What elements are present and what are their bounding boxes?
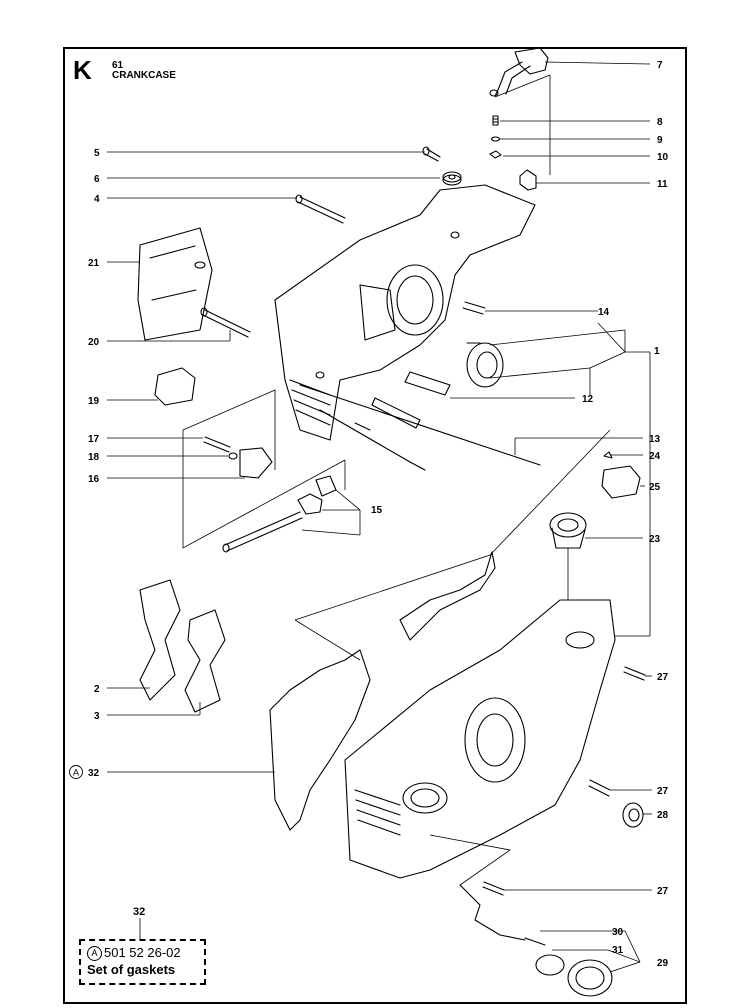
diagram-frame [63, 47, 687, 1004]
part-29-cap [567, 959, 613, 997]
part-21-plate [137, 227, 213, 341]
part-16-bracket [239, 447, 273, 479]
callout-4: 4 [94, 194, 100, 205]
part-10-nut [489, 150, 502, 159]
callout-16: 16 [88, 474, 100, 485]
callout-2: 2 [94, 684, 100, 695]
part-2-guard [139, 579, 181, 701]
callout-27-a: 27 [657, 672, 669, 683]
callout-18: 18 [88, 452, 100, 463]
circled-a-marker: A [69, 765, 83, 779]
part-8-screw [492, 115, 499, 126]
callout-23: 23 [649, 534, 661, 545]
part-4-bolt [295, 194, 346, 224]
part-12-bearing [466, 342, 504, 388]
section-number: 61 [112, 60, 124, 71]
part-15-nut [297, 493, 323, 515]
callout-19: 19 [88, 396, 100, 407]
callout-10: 10 [657, 152, 669, 163]
callout-24: 24 [649, 451, 661, 462]
part-7-bracket [489, 47, 549, 97]
note-circled-a: A [87, 946, 102, 961]
callout-30: 30 [612, 927, 624, 938]
part-27-screw-b [588, 779, 611, 797]
upper-crankcase-half [274, 184, 536, 441]
part-25-block [601, 465, 641, 499]
part-15-nut-b [315, 475, 337, 497]
part-19-block [154, 367, 196, 406]
part-27-screw-a [623, 666, 646, 681]
part-27-screw-c [482, 881, 505, 896]
part-15-screw [222, 511, 303, 553]
callout-25: 25 [649, 482, 661, 493]
part-17-screw [203, 436, 231, 453]
callout-1: 1 [654, 346, 660, 357]
middle-studs [319, 397, 426, 471]
callout-13: 13 [649, 434, 661, 445]
circled-a-text: A [73, 768, 79, 778]
callout-20: 20 [88, 337, 100, 348]
callout-3: 3 [94, 711, 100, 722]
section-title: CRANKCASE [112, 70, 176, 81]
note-description: Set of gaskets [87, 962, 176, 977]
callout-12: 12 [582, 394, 594, 405]
callout-15: 15 [371, 505, 383, 516]
part-12-dowel [404, 371, 451, 396]
part-28-seal [622, 802, 644, 828]
part-9-washer [490, 136, 501, 142]
part-32-gasket-upper [399, 551, 496, 641]
callout-17: 17 [88, 434, 100, 445]
part-5-screw [422, 146, 441, 162]
part-30-pin [524, 937, 546, 946]
callout-31: 31 [612, 945, 624, 956]
callout-8: 8 [657, 117, 663, 128]
part-23-boot [549, 512, 587, 549]
oil-line [459, 884, 526, 941]
callout-7: 7 [657, 60, 663, 71]
note-part-number: 501 52 26-02 [104, 945, 181, 960]
callout-9: 9 [657, 135, 663, 146]
part-6-bushing [442, 171, 462, 186]
part-20-bolt [200, 307, 251, 338]
callout-21: 21 [88, 258, 100, 269]
part-18-washer [228, 452, 238, 460]
lower-crankcase-half [344, 599, 616, 879]
part-14-pin [462, 301, 486, 315]
part-3-guard [184, 609, 226, 713]
callout-28: 28 [657, 810, 669, 821]
callout-32: 32 [88, 768, 100, 779]
callout-14: 14 [598, 307, 610, 318]
part-32-gasket-lower [269, 649, 371, 831]
callout-11: 11 [657, 179, 668, 190]
callout-29: 29 [657, 958, 669, 969]
callout-6: 6 [94, 174, 100, 185]
part-11-clip [519, 169, 537, 191]
callout-5: 5 [94, 148, 100, 159]
note-ref-number: 32 [133, 906, 146, 918]
part-31-oring [535, 954, 565, 976]
section-letter: K [73, 55, 92, 85]
part-13-rod [299, 384, 541, 466]
callout-27-c: 27 [657, 886, 669, 897]
callout-27-b: 27 [657, 786, 669, 797]
